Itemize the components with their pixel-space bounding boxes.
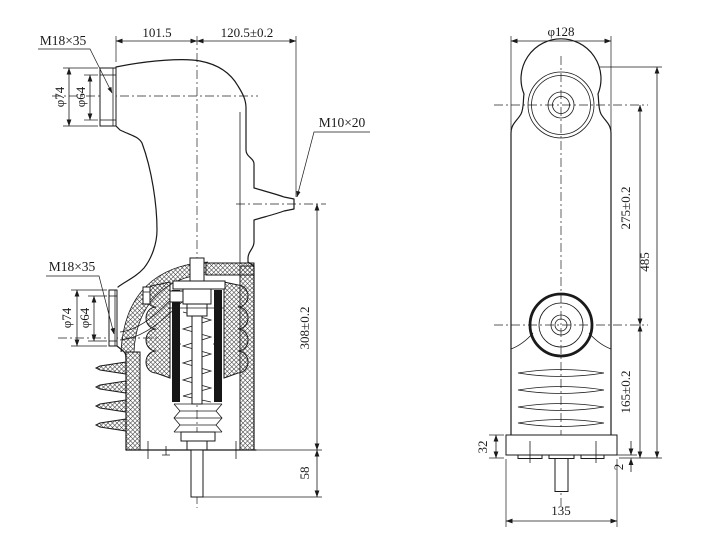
top-plate-section: [205, 262, 255, 276]
lower-boss-fillet: [116, 345, 127, 361]
dim-terminal-spacing: 275±0.2: [618, 104, 643, 326]
contact-right: [213, 338, 221, 350]
side-view-dimensions: 101.5 120.5±0.2 φ74 φ64 M18×35 M10: [38, 25, 370, 498]
side-thread-label: M10×20: [319, 115, 366, 130]
front-fin-2: [517, 386, 605, 394]
dim-diameter-label: φ128: [547, 24, 574, 39]
dim-upper-od-label: φ74: [52, 86, 67, 107]
upper-bushing: [99, 67, 117, 127]
label-lower-thread: M18×35: [46, 259, 115, 335]
dim-lower-od-label: φ74: [59, 307, 74, 328]
side-bolt: [169, 290, 184, 303]
dim-lower-id-label: φ64: [77, 307, 92, 328]
upper-thread-label: M18×35: [40, 33, 87, 48]
base-plate: [505, 434, 618, 456]
foot-center: [548, 454, 575, 459]
dim-foot-height: 2: [610, 441, 637, 472]
flexible-connector-bottom: [119, 301, 183, 341]
terminal-block: [182, 288, 212, 305]
dim-upper-boss: φ74 φ64: [52, 67, 98, 127]
contact-left: [173, 338, 181, 350]
bellows: [173, 403, 223, 451]
fin-4: [94, 418, 127, 432]
front-fin-3: [517, 403, 605, 411]
dim-base-thickness: 32: [475, 434, 504, 459]
body-left-profile: [115, 125, 158, 288]
dim-body-diameter: φ128: [510, 24, 612, 130]
drive-rod: [190, 449, 204, 498]
shed-fins: [94, 361, 127, 432]
body-right-profile: [115, 59, 295, 451]
base-flange: [505, 434, 618, 492]
front-shed-fins: [517, 369, 605, 427]
vacuum-interrupter: [145, 281, 249, 405]
fairing-left: [510, 332, 534, 350]
dim-base-width-label: 135: [551, 503, 571, 518]
bellows-foot: [186, 440, 208, 451]
dim-upper-id-label: φ64: [73, 86, 88, 107]
label-upper-thread: M18×35: [38, 33, 113, 94]
dim-lower-height: 165±0.2: [618, 324, 643, 459]
fin-1: [94, 361, 127, 375]
front-fin-1: [517, 369, 605, 377]
front-view-dimensions: φ128 485 275±0.2 165±0.2: [475, 24, 662, 527]
guide-pin: [142, 286, 151, 305]
front-view: φ128 485 275±0.2 165±0.2: [475, 24, 662, 527]
dim-terminal-height-label: 308±0.2: [297, 307, 312, 350]
lower-bushing: [108, 289, 118, 347]
base-and-rod: [125, 441, 257, 498]
fin-3: [94, 399, 127, 413]
dim-base-width: 135: [505, 459, 618, 527]
lower-terminal-boss: [510, 292, 612, 358]
dim-width-right-label: 120.5±0.2: [221, 25, 274, 40]
dim-base-thickness-label: 32: [475, 441, 490, 454]
centerlines: [52, 36, 326, 508]
label-side-terminal: M10×20: [296, 115, 370, 198]
dim-spacing-label: 275±0.2: [618, 187, 633, 230]
dim-rod-label: 58: [297, 467, 312, 480]
side-section-view: 101.5 120.5±0.2 φ74 φ64 M18×35 M10: [38, 25, 370, 508]
dim-foot-height-label: 2: [611, 464, 626, 471]
upper-bushing-boss: [99, 67, 117, 127]
dim-top-widths: 101.5 120.5±0.2: [115, 25, 297, 197]
upper-terminal-boss: [527, 71, 595, 139]
dim-overall-label: 485: [637, 252, 652, 272]
bellows-cap: [180, 431, 216, 442]
front-drive-rod: [554, 458, 569, 492]
ceramic-right-section: [223, 281, 249, 379]
lower-bushing-boss: [108, 289, 118, 347]
fin-2: [94, 380, 127, 394]
fastener-symbol: [162, 446, 170, 456]
fairing-right: [588, 332, 612, 350]
left-wall-section: [125, 351, 141, 451]
dim-width-left-label: 101.5: [142, 25, 171, 40]
foot-right: [580, 454, 605, 459]
coupling-block: [186, 303, 208, 317]
terminal-plate: [172, 280, 226, 290]
dim-lower-height-label: 165±0.2: [618, 371, 633, 414]
pole-body-outline: [115, 59, 295, 451]
dim-lower-boss: φ74 φ64: [59, 289, 107, 347]
contact-stem: [191, 311, 203, 405]
front-fin-4: [517, 419, 605, 427]
dim-heights: 308±0.2 58: [203, 203, 322, 498]
upper-stud: [189, 257, 205, 282]
terminal-mechanism: [119, 257, 226, 341]
lower-thread-label: M18×35: [49, 259, 96, 274]
